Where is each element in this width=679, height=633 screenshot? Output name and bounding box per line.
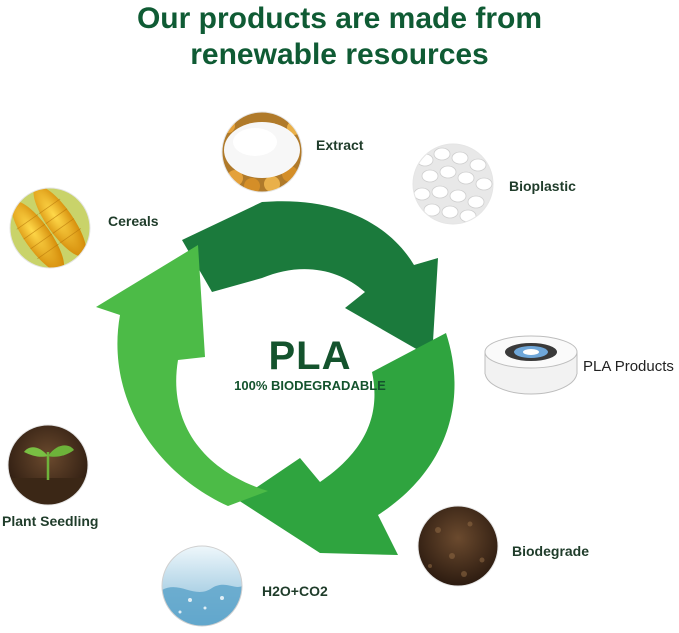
seedling-icon [7, 424, 89, 506]
corn-icon [9, 187, 91, 269]
stage-label-plant-seedling: Plant Seedling [2, 513, 99, 529]
stage-label-h2o-co2: H2O+CO2 [262, 583, 328, 599]
recycle-arrow-right [238, 333, 455, 555]
pellets-icon [412, 143, 494, 225]
headline-line-1: Our products are made from [136, 2, 543, 35]
center-subtitle: 100% BIODEGRADABLE [234, 378, 386, 393]
stage-label-biodegrade: Biodegrade [512, 543, 590, 559]
water-icon [161, 545, 243, 627]
headline-line-2: renewable resources [190, 38, 489, 71]
starch-powder-icon [221, 111, 303, 193]
center-title: PLA [268, 334, 352, 378]
recycle-arrow-top [182, 201, 438, 358]
stage-label-extract: Extract [316, 137, 364, 153]
stage-label-cereals: Cereals [108, 213, 159, 229]
stage-label-bioplastic: Bioplastic [509, 178, 576, 194]
soil-icon [417, 505, 499, 587]
filament-spool-icon [484, 335, 578, 395]
stage-label-pla-products: PLA Products [583, 358, 674, 375]
recycle-arrow-left [96, 245, 268, 506]
